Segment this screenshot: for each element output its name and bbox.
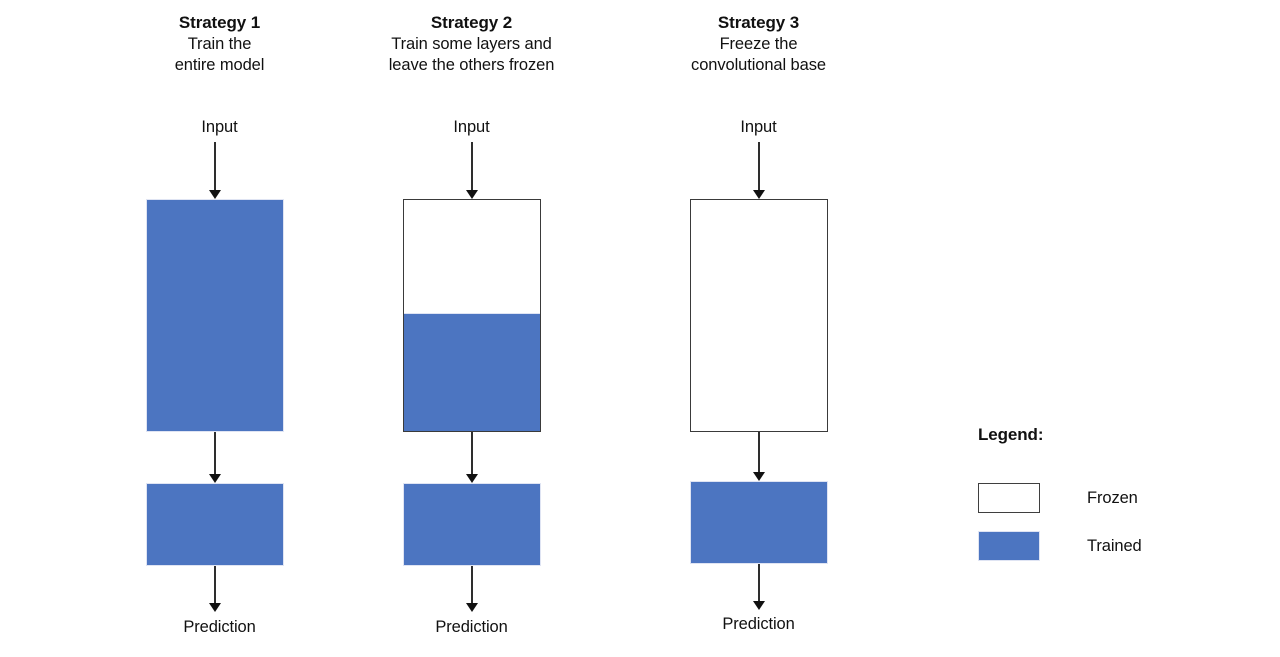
arrow-input-to-base-strategy-3	[693, 142, 825, 199]
prediction-label-strategy-2: Prediction	[435, 618, 508, 636]
legend-swatch-trained	[978, 531, 1040, 561]
arrow-head	[466, 474, 478, 483]
arrow-input-to-base-strategy-2	[406, 142, 538, 199]
input-label-strategy-3: Input	[740, 118, 777, 136]
column-title: Strategy 1	[178, 13, 261, 32]
arrow-shaft	[471, 432, 473, 474]
head-block-strategy-1	[146, 483, 284, 566]
arrow-head	[209, 190, 221, 199]
arrow-shaft	[214, 142, 216, 190]
arrow-shaft	[214, 566, 216, 603]
legend-label-trained: Trained	[1087, 536, 1142, 555]
column-subtitle-line-1: Train the	[187, 34, 252, 53]
input-label-strategy-2: Input	[453, 118, 490, 136]
arrow-head-to-prediction-strategy-2	[406, 566, 538, 612]
legend: Legend: Frozen Trained	[978, 425, 1228, 575]
arrow-head	[466, 190, 478, 199]
arrow-head-to-prediction-strategy-1	[149, 566, 281, 612]
head-block-strategy-2	[403, 483, 541, 566]
arrow-base-to-head-strategy-1	[149, 432, 281, 483]
arrow-head	[466, 603, 478, 612]
arrow-base-to-head-strategy-3	[693, 432, 825, 481]
arrow-head-to-prediction-strategy-3	[693, 564, 825, 610]
legend-swatch-frozen	[978, 483, 1040, 513]
column-header-strategy-3: Strategy 3 Freeze the convolutional base	[646, 12, 871, 76]
arrow-shaft	[758, 564, 760, 601]
prediction-label-strategy-3: Prediction	[722, 615, 795, 633]
base-block-strategy-2	[403, 199, 541, 432]
column-header-strategy-1: Strategy 1 Train the entire model	[107, 12, 332, 76]
arrow-base-to-head-strategy-2	[406, 432, 538, 483]
column-subtitle-line-2: entire model	[174, 55, 265, 74]
arrow-shaft	[471, 566, 473, 603]
arrow-head	[753, 472, 765, 481]
legend-title: Legend:	[978, 425, 1044, 444]
head-block-strategy-3	[690, 481, 828, 564]
arrow-shaft	[758, 142, 760, 190]
base-block-trained-portion	[404, 313, 540, 431]
base-block-strategy-3	[690, 199, 828, 432]
column-title: Strategy 2	[430, 13, 513, 32]
legend-item-frozen: Frozen	[978, 483, 1138, 513]
prediction-label-strategy-1: Prediction	[183, 618, 256, 636]
arrow-head	[209, 474, 221, 483]
arrow-head	[753, 190, 765, 199]
arrow-head	[753, 601, 765, 610]
column-subtitle-line-2: leave the others frozen	[388, 55, 555, 74]
column-subtitle-line-1: Train some layers and	[391, 34, 552, 53]
input-label-strategy-1: Input	[201, 118, 238, 136]
base-block-strategy-1	[146, 199, 284, 432]
arrow-shaft	[758, 432, 760, 472]
arrow-shaft	[214, 432, 216, 474]
arrow-input-to-base-strategy-1	[149, 142, 281, 199]
arrow-head	[209, 603, 221, 612]
legend-item-trained: Trained	[978, 531, 1142, 561]
column-subtitle-line-2: convolutional base	[691, 55, 826, 74]
column-title: Strategy 3	[717, 13, 800, 32]
legend-label-frozen: Frozen	[1087, 488, 1138, 507]
column-header-strategy-2: Strategy 2 Train some layers and leave t…	[359, 12, 584, 76]
arrow-shaft	[471, 142, 473, 190]
column-subtitle-line-1: Freeze the	[719, 34, 798, 53]
